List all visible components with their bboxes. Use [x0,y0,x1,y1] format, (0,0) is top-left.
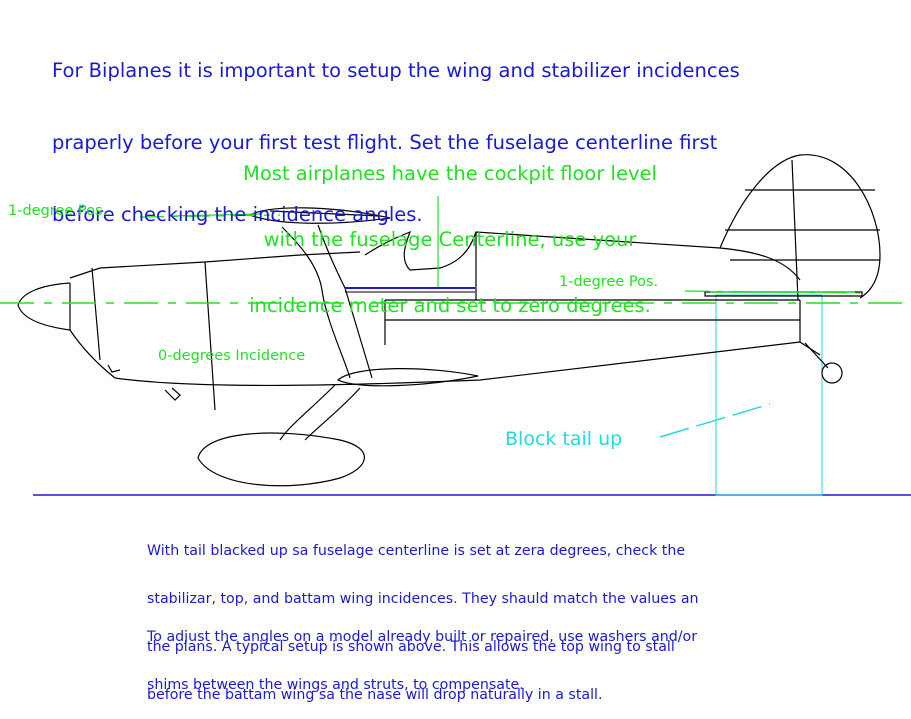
cockpit-note: Most airplanes have the cockpit floor le… [205,119,695,339]
instructions-line: stabilizar, top, and battam wing inciden… [147,591,699,607]
intro-line: before checking the incidence angles. [52,203,423,226]
tail-block [715,294,823,496]
instructions-line: With tail blacked up sa fuselage centerl… [147,543,686,559]
intro-line: For Biplanes it is important to setup th… [52,59,740,82]
top-wing-label: 1-degree Pos. [8,203,108,219]
block-pointer [659,403,771,438]
cockpit-note-line: with the fuselage Centerline, use your [263,228,637,251]
instructions-line: shims between the wings and struts, to c… [147,677,524,693]
stabilizer-label: 1-degree Pos. [559,274,659,290]
instructions-line: To adjust the angles on a model already … [147,629,698,645]
block-tail-label: Block tail up [505,428,623,450]
biplane-diagram [0,154,911,496]
intro-text: For Biplanes it is important to setup th… [52,11,740,251]
bottom-wing-label: 0-degrees Incidence [158,348,306,364]
leader-lines [139,196,861,294]
cockpit-note-line: incidence meter and set to zero degrees. [249,294,651,317]
instructions-paragraph-2: To adjust the angles on a model already … [147,597,697,709]
biplane-outline [17,154,881,487]
intro-line: praperly before your first test flight. … [52,131,718,154]
cockpit-note-line: Most airplanes have the cockpit floor le… [243,162,657,185]
